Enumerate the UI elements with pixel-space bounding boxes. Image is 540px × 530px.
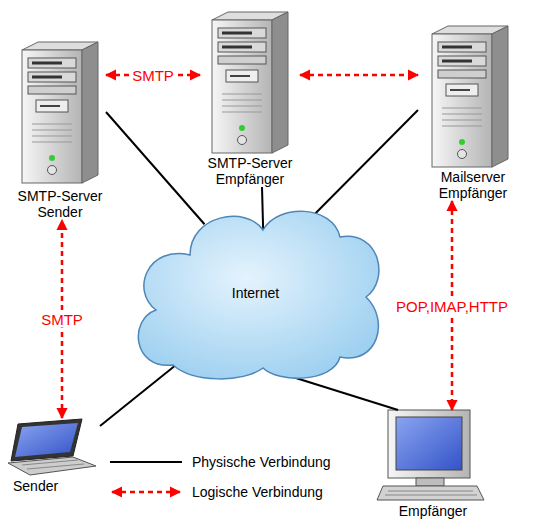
node-label: SMTP-Server Sender <box>14 188 106 220</box>
legend-entry: Logische Verbindung <box>108 482 323 502</box>
connector <box>312 110 418 217</box>
physical-link <box>100 363 179 427</box>
legend-logical-sample <box>108 482 184 502</box>
legend-entry: Physische Verbindung <box>108 452 331 472</box>
client-node: Empfänger <box>378 410 488 519</box>
node-label: Mailserver Empfänger <box>418 169 528 201</box>
node-label: Sender <box>5 478 100 494</box>
connector <box>106 112 205 224</box>
logical-link <box>300 74 418 77</box>
node-label: SMTP-Server Empfänger <box>200 155 300 187</box>
connector <box>262 187 263 230</box>
physical-link <box>106 112 205 224</box>
connector-label: POP,IMAP,HTTP <box>394 297 510 314</box>
server-node: Mailserver Empfänger <box>418 22 528 201</box>
connector <box>100 363 179 427</box>
physical-link <box>312 110 418 217</box>
network-cloud: Internet <box>128 205 383 380</box>
legend-text: Logische Verbindung <box>192 484 323 500</box>
server-node: SMTP-Server Sender <box>14 38 106 220</box>
connector-label: SMTP <box>39 311 85 328</box>
cloud-label: Internet <box>232 285 279 301</box>
server-illustration <box>212 12 288 153</box>
legend-physical-sample <box>108 452 184 472</box>
physical-link <box>262 187 263 230</box>
connector-label: SMTP <box>130 67 176 84</box>
server-illustration <box>432 26 508 167</box>
node-label: Empfänger <box>378 503 488 519</box>
client-node: Sender <box>5 418 100 494</box>
connector <box>300 75 418 76</box>
server-node: SMTP-Server Empfänger <box>200 8 300 187</box>
laptop-illustration <box>8 419 96 475</box>
legend-text: Physische Verbindung <box>192 454 331 470</box>
server-illustration <box>22 42 98 183</box>
desktop-illustration <box>377 410 484 500</box>
